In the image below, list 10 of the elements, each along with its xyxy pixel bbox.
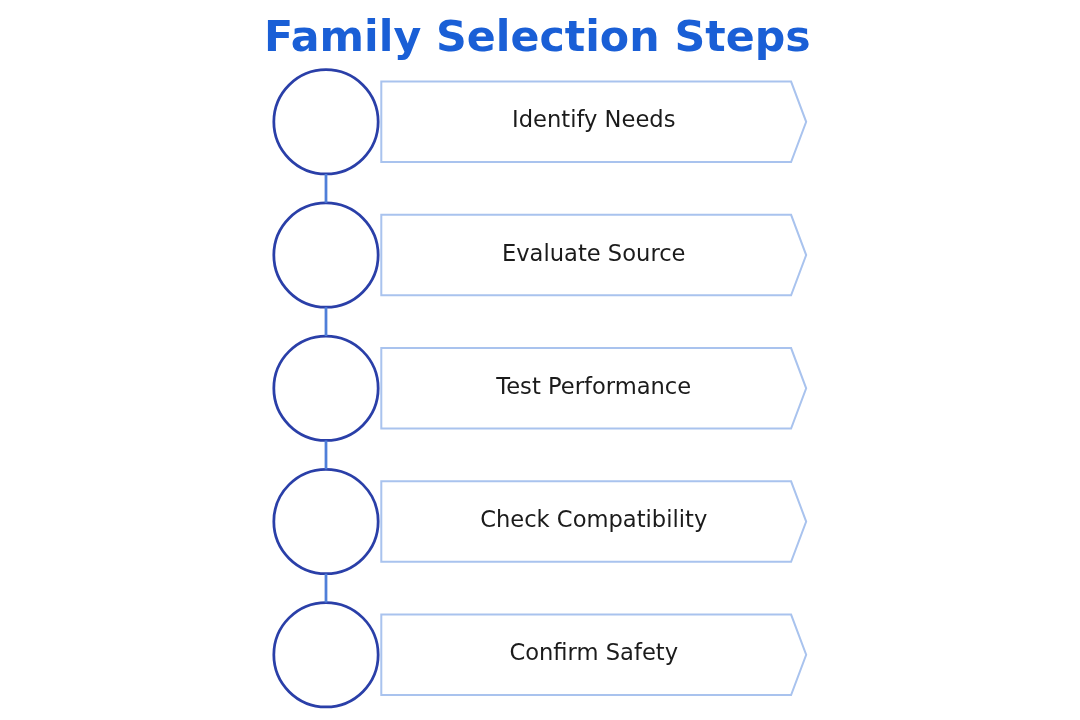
node-circle (272, 201, 380, 309)
node-circle (272, 467, 380, 576)
connector (324, 573, 328, 603)
connector (324, 307, 328, 337)
diagram-title: Family Selection Steps (264, 11, 811, 62)
node-circle (272, 601, 380, 709)
connector (324, 440, 328, 470)
node-circle (272, 334, 380, 442)
node-circle (272, 68, 380, 176)
connector (324, 173, 328, 203)
